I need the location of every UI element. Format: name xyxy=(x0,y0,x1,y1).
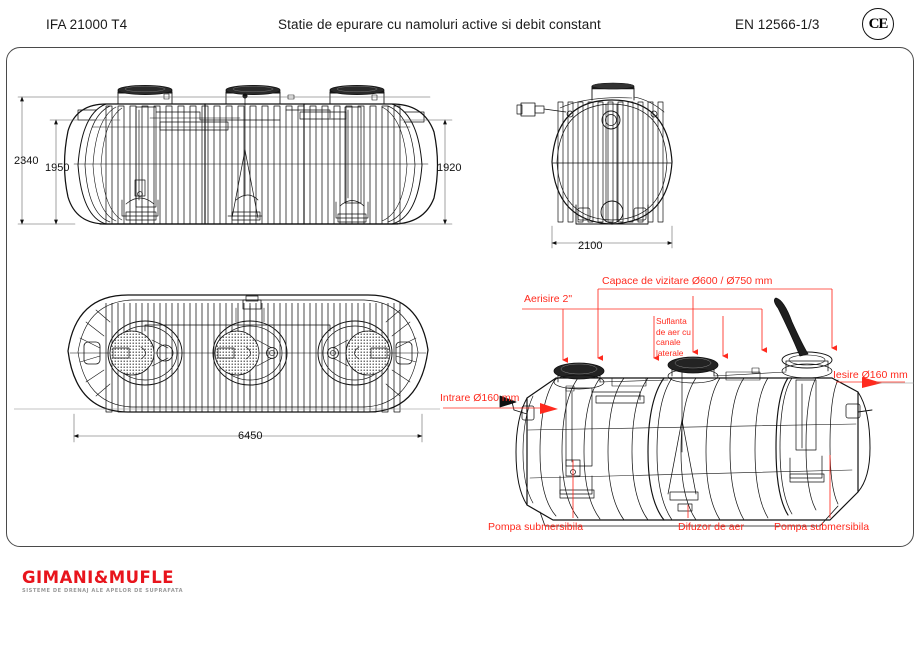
company-logo: GIMANI&MUFLE SISTEME DE DRENAJ ALE APELO… xyxy=(22,568,184,594)
callout-intrare: Intrare Ø160 mm xyxy=(440,392,520,404)
drawing-title: Statie de epurare cu namoluri active si … xyxy=(278,17,601,32)
callout-suflanta-line-4: laterale xyxy=(656,347,684,358)
callout-pompa-submersibila-dreapta: Pompa submersibila xyxy=(774,521,870,533)
callout-difuzor-de-aer: Difuzor de aer xyxy=(678,521,744,533)
callout-iesire: Iesire Ø160 mm xyxy=(833,369,908,381)
callout-suflanta-line-1: Suflanta xyxy=(656,316,687,326)
dimension-body-height: 1950 xyxy=(45,162,70,174)
callout-suflanta-line-3: canale xyxy=(656,337,681,348)
callout-capace-vizitare: Capace de vizitare Ø600 / Ø750 mm xyxy=(602,275,773,287)
dimension-side-width: 2100 xyxy=(578,240,603,252)
model-code: IFA 21000 T4 xyxy=(46,17,128,32)
logo-wordmark: GIMANI&MUFLE xyxy=(22,568,175,587)
callout-pompa-submersibila-stanga: Pompa submersibila xyxy=(488,521,584,533)
drawing-frame xyxy=(6,47,914,547)
logo-tagline: SISTEME DE DRENAJ ALE APELOR DE SUPRAFAT… xyxy=(22,588,184,594)
callout-aerisire: Aerisire 2" xyxy=(524,293,573,305)
ce-mark-icon: CE xyxy=(862,8,894,40)
callout-suflanta-line-2: de aer cu xyxy=(656,326,691,337)
drawing-header: IFA 21000 T4 Statie de epurare cu namolu… xyxy=(0,0,920,44)
standard-reference: EN 12566-1/3 xyxy=(735,17,820,32)
dimension-plan-length: 6450 xyxy=(238,430,263,442)
dimension-total-height: 2340 xyxy=(14,155,39,167)
callout-suflanta-aer: Suflanta de aer cu canale laterale xyxy=(656,316,691,358)
dimension-right-height: 1920 xyxy=(437,162,462,174)
